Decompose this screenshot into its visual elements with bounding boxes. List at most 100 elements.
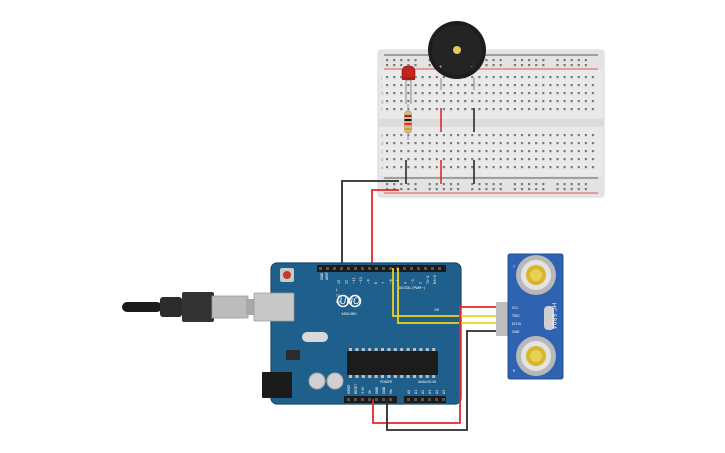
header-pin[interactable] — [347, 398, 350, 401]
buzzer[interactable]: + - — [428, 21, 486, 90]
header-pin[interactable] — [368, 267, 371, 270]
row-letter: d — [381, 141, 384, 146]
wire-gnd-to-breadboard[interactable] — [341, 180, 399, 268]
breadboard-hole — [435, 92, 438, 95]
breadboard-hole — [556, 166, 559, 169]
header-pin[interactable] — [438, 267, 441, 270]
breadboard-hole — [485, 64, 488, 67]
breadboard-hole — [513, 158, 516, 161]
breadboard-hole — [577, 64, 580, 67]
breadboard-hole — [414, 59, 417, 62]
breadboard-hole — [563, 166, 566, 169]
header-pin[interactable] — [407, 398, 410, 401]
breadboard-hole — [570, 64, 573, 67]
breadboard-hole — [414, 108, 417, 111]
chip-pin — [361, 375, 365, 378]
digital-pin-label: 2 — [418, 282, 422, 284]
breadboard-hole — [407, 188, 410, 191]
breadboard-hole — [563, 100, 566, 103]
header-pin[interactable] — [435, 398, 438, 401]
header-pin[interactable] — [361, 398, 364, 401]
breadboard-hole — [556, 150, 559, 153]
header-pin[interactable] — [403, 267, 406, 270]
breadboard-hole — [556, 183, 559, 186]
chip-pin — [355, 375, 359, 378]
header-pin[interactable] — [410, 267, 413, 270]
buzzer-minus-label: - — [471, 64, 473, 69]
sensor-pin-label: TRIG — [511, 314, 520, 318]
breadboard-hole — [506, 84, 509, 87]
header-pin[interactable] — [326, 267, 329, 270]
breadboard-hole — [471, 150, 474, 153]
breadboard-hole — [570, 166, 573, 169]
breadboard-hole — [528, 134, 531, 137]
breadboard-hole — [542, 76, 545, 79]
breadboard-hole — [435, 76, 438, 79]
resistor[interactable] — [404, 104, 412, 140]
chip-pin — [393, 375, 397, 378]
header-pin[interactable] — [347, 267, 350, 270]
breadboard-hole — [435, 150, 438, 153]
header-pin[interactable] — [333, 267, 336, 270]
header-pin[interactable] — [382, 398, 385, 401]
capacitor — [326, 372, 344, 390]
header-pin[interactable] — [428, 398, 431, 401]
breadboard-hole — [528, 166, 531, 169]
header-pin[interactable] — [389, 398, 392, 401]
breadboard-hole — [485, 100, 488, 103]
breadboard-hole — [407, 84, 410, 87]
breadboard-hole — [485, 92, 488, 95]
header-pin[interactable] — [354, 398, 357, 401]
breadboard-hole — [584, 84, 587, 87]
wire-vcc[interactable] — [372, 306, 497, 424]
header-pin[interactable] — [375, 267, 378, 270]
chip-pin — [406, 348, 410, 351]
header-pin[interactable] — [414, 398, 417, 401]
header-pin[interactable] — [389, 267, 392, 270]
breadboard-hole — [584, 59, 587, 62]
breadboard-hole — [528, 76, 531, 79]
breadboard-hole — [556, 59, 559, 62]
header-pin[interactable] — [319, 267, 322, 270]
breadboard-hole — [549, 108, 552, 111]
breadboard-hole — [386, 76, 389, 79]
wire-signal-to-breadboard[interactable] — [371, 189, 399, 268]
breadboard-hole — [520, 166, 524, 169]
breadboard-hole — [400, 64, 403, 67]
breadboard-hole — [400, 150, 403, 153]
row-letter: a — [381, 165, 384, 170]
header-pin[interactable] — [442, 398, 445, 401]
breadboard-hole — [528, 150, 531, 153]
breadboard-hole — [577, 59, 580, 62]
breadboard-hole — [478, 76, 481, 79]
header-pin[interactable] — [431, 267, 434, 270]
arduino-logo-icon-part — [348, 294, 362, 308]
header-pin[interactable] — [368, 398, 371, 401]
breadboard-hole — [528, 64, 531, 67]
breadboard-hole — [577, 134, 580, 137]
usb-cable[interactable] — [122, 292, 254, 322]
breadboard-hole — [386, 142, 389, 145]
wire-trig[interactable] — [392, 268, 497, 317]
header-pin[interactable] — [382, 267, 385, 270]
sensor-pin-label: GND — [512, 330, 520, 334]
header-pin[interactable] — [424, 267, 427, 270]
breadboard-hole — [428, 158, 431, 161]
header-pin[interactable] — [354, 267, 357, 270]
breadboard-hole — [414, 64, 417, 67]
header-pin[interactable] — [361, 267, 364, 270]
wire-echo[interactable] — [397, 268, 497, 324]
header-pin[interactable] — [421, 398, 424, 401]
breadboard-hole — [393, 150, 396, 153]
wire-gnd-sensor[interactable] — [386, 330, 497, 431]
header-pin[interactable] — [375, 398, 378, 401]
led[interactable] — [401, 65, 416, 81]
header-pin[interactable] — [417, 267, 420, 270]
breadboard-hole — [591, 150, 595, 153]
breadboard-hole — [457, 142, 460, 145]
header-pin[interactable] — [340, 267, 343, 270]
